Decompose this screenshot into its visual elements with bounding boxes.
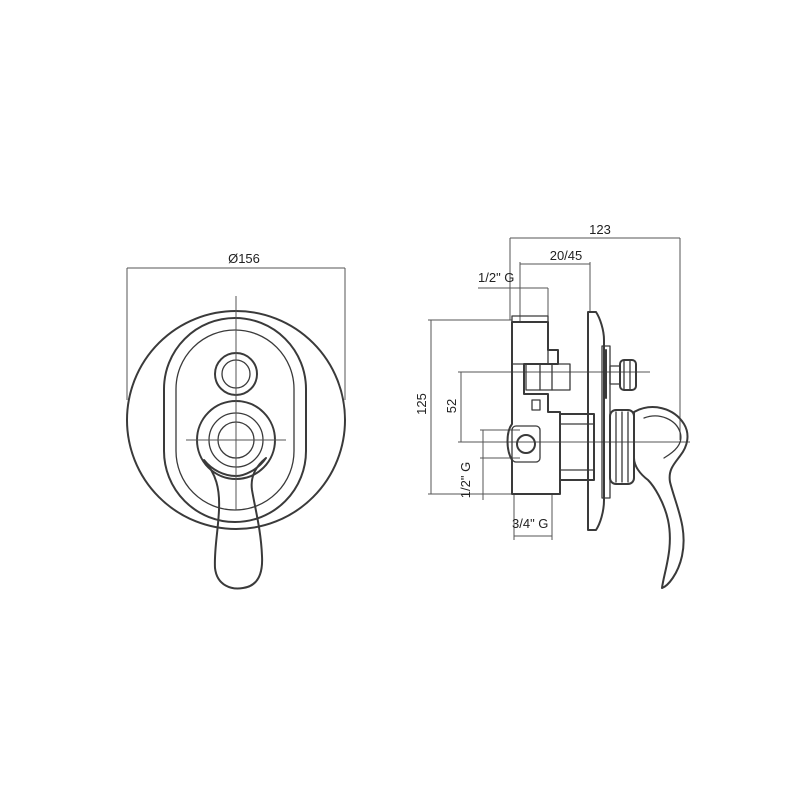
side-outlet bbox=[511, 425, 541, 463]
center-distance-label: 52 bbox=[444, 399, 459, 413]
diameter-label: Ø156 bbox=[228, 251, 260, 266]
side-thread-label: 1/2" G bbox=[458, 462, 473, 498]
side-view: 123 20/45 1/2" G 125 52 bbox=[414, 222, 690, 589]
front-view: Ø156 bbox=[126, 251, 346, 590]
diverter-stem bbox=[525, 363, 571, 411]
valve-body bbox=[506, 321, 561, 495]
lever-handle bbox=[203, 457, 267, 590]
overall-depth-dimension: 123 bbox=[509, 222, 681, 440]
center-distance-dimension: 52 bbox=[444, 371, 690, 443]
top-inlet bbox=[511, 315, 549, 365]
top-thread-dimension: 1/2" G bbox=[478, 270, 549, 322]
diameter-dimension: Ø156 bbox=[126, 251, 346, 400]
lever-handle-side bbox=[633, 406, 689, 589]
adjust-range-label: 20/45 bbox=[550, 248, 583, 263]
overall-depth-label: 123 bbox=[589, 222, 611, 237]
side-thread-dimension: 1/2" G bbox=[458, 429, 520, 500]
oval-escutcheon-inner bbox=[175, 329, 295, 511]
height-label: 125 bbox=[414, 393, 429, 415]
bottom-thread-dimension: 3/4" G bbox=[512, 494, 553, 540]
adjust-range-dimension: 20/45 bbox=[519, 248, 591, 322]
handle-base bbox=[609, 409, 635, 485]
bottom-thread-label: 3/4" G bbox=[512, 516, 548, 531]
lever-handle-side-edge bbox=[643, 415, 682, 459]
diverter-knob-side bbox=[609, 359, 637, 391]
top-thread-label: 1/2" G bbox=[478, 270, 514, 285]
wall-plate bbox=[587, 311, 605, 531]
height-dimension: 125 bbox=[414, 319, 512, 495]
oval-escutcheon-outer bbox=[163, 317, 307, 523]
